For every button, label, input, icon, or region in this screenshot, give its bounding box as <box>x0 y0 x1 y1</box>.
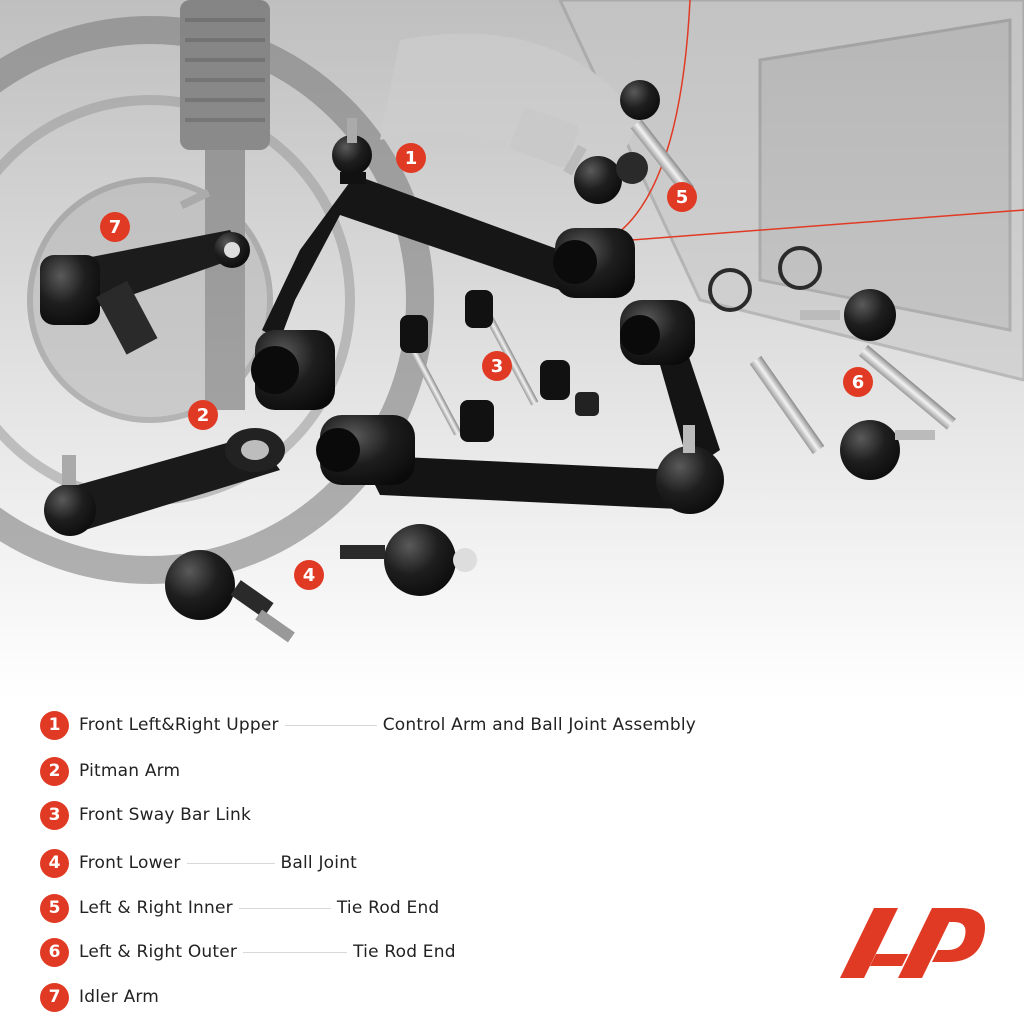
legend-number: 7 <box>40 982 69 1012</box>
sway-bar-link-parts <box>400 290 599 442</box>
legend-label: Front Lower <box>79 853 181 873</box>
upper-control-arm-right <box>316 300 724 514</box>
legend-label-detail: Tie Rod End <box>353 942 456 962</box>
legend-number: 5 <box>40 893 69 923</box>
legend-number: 1 <box>40 710 69 740</box>
inner-tie-rod-end-parts <box>510 80 694 204</box>
callout-badge-3: 3 <box>482 351 512 381</box>
legend-number: 6 <box>40 937 69 967</box>
product-photo <box>0 0 1024 700</box>
legend-item: 6 Left & Right Outer Tie Rod End <box>40 937 456 967</box>
outer-tie-rod-end-parts <box>708 246 956 480</box>
legend-item: 5 Left & Right Inner Tie Rod End <box>40 893 439 923</box>
pitman-arm-part <box>44 428 285 536</box>
legend-label-detail: Control Arm and Ball Joint Assembly <box>382 715 697 735</box>
legend-number: 2 <box>40 756 69 786</box>
callout-badge-7: 7 <box>100 212 130 242</box>
legend-label: Front Sway Bar Link <box>79 805 252 825</box>
legend-label: Idler Arm <box>79 987 160 1007</box>
callout-badge-1: 1 <box>396 143 426 173</box>
legend-divider <box>238 907 331 909</box>
legend-label: Front Left&Right Upper <box>79 715 279 735</box>
upper-control-arm-left <box>251 118 635 410</box>
legend-label: Pitman Arm <box>79 761 181 781</box>
legend-item: 1 Front Left&Right Upper Control Arm and… <box>40 710 696 740</box>
legend-item: 4 Front Lower Ball Joint <box>40 848 357 878</box>
background-vehicle <box>0 0 1024 584</box>
legend-label-detail: Tie Rod End <box>336 898 440 918</box>
legend-divider <box>186 862 275 864</box>
legend-divider <box>243 951 348 953</box>
callout-badge-6: 6 <box>843 367 873 397</box>
legend-label: Left & Right Inner <box>79 898 233 918</box>
callout-badge-4: 4 <box>294 560 324 590</box>
lower-ball-joint-parts <box>165 524 477 643</box>
callout-badge-5: 5 <box>667 182 697 212</box>
legend-item: 2 Pitman Arm <box>40 756 180 786</box>
callout-badge-2: 2 <box>188 400 218 430</box>
legend-label: Left & Right Outer <box>79 942 238 962</box>
legend-item: 7 Idler Arm <box>40 982 159 1012</box>
idler-arm-part <box>40 189 250 355</box>
a-premium-logo-icon <box>840 908 985 978</box>
legend-number: 3 <box>40 800 69 830</box>
legend-number: 4 <box>40 848 69 878</box>
legend-label-detail: Ball Joint <box>280 853 358 873</box>
legend-item: 3 Front Sway Bar Link <box>40 800 251 830</box>
legend-divider <box>284 724 377 726</box>
